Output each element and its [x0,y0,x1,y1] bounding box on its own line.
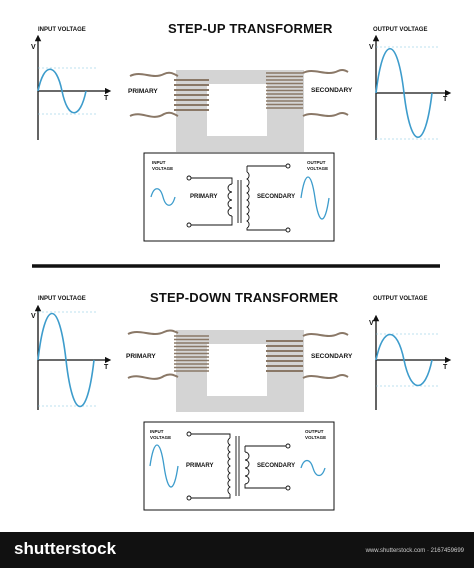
bottom-input-axis-v: V [31,313,36,320]
top-schematic-output-label: OUTPUT VOLTAGE [307,160,329,171]
top-output-axis-v: V [369,44,374,51]
bottom-primary-wires [127,329,179,380]
bottom-output-axis-v: V [369,320,374,327]
top-input-axis-v: V [31,44,36,51]
top-input-axis-t: T [104,95,109,102]
bottom-output-axis-t: T [443,364,448,371]
bottom-primary-label: PRIMARY [126,353,156,360]
bottom-secondary-label: SECONDARY [311,353,353,360]
bottom-schematic-primary-label: PRIMARY [186,463,214,469]
footer-brand: shutterstock [14,539,117,558]
top-input-graph [34,34,112,140]
bottom-output-graph [372,314,452,410]
bottom-input-voltage-label: INPUT VOLTAGE [38,296,86,302]
top-schematic-secondary-label: SECONDARY [257,194,296,200]
bottom-schematic-output-wave [300,459,326,477]
bottom-secondary-wires [302,331,349,379]
bottom-input-wave [37,312,95,408]
top-output-graph [372,34,452,140]
top-secondary-wires [302,68,349,117]
top-primary-label: PRIMARY [128,88,158,95]
bottom-schematic-input-label: INPUT VOLTAGE [150,429,172,440]
top-schematic-input-label: INPUT VOLTAGE [152,160,174,171]
top-input-voltage-label: INPUT VOLTAGE [38,27,86,33]
watermark-footer: shutterstock www.shutterstock.com · 2167… [0,532,474,568]
top-input-wave [37,68,87,114]
bottom-output-voltage-label: OUTPUT VOLTAGE [373,296,428,302]
bottom-input-axis-t: T [104,364,109,371]
step-up-title: STEP-UP TRANSFORMER [168,21,333,36]
top-schematic-output-wave [300,176,330,220]
step-down-title: STEP-DOWN TRANSFORMER [150,290,339,305]
top-output-voltage-label: OUTPUT VOLTAGE [373,27,428,33]
top-primary-wires [129,71,179,118]
bottom-schematic [143,421,335,511]
top-schematic-primary-label: PRIMARY [190,194,218,200]
top-secondary-coil [266,72,303,109]
top-schematic-input-wave [150,188,176,206]
top-output-wave [375,47,433,139]
top-primary-coil [174,79,209,111]
footer-meta: www.shutterstock.com · 2167459699 [365,548,464,554]
top-secondary-label: SECONDARY [311,87,353,94]
bottom-schematic-output-label: OUTPUT VOLTAGE [305,429,327,440]
bottom-schematic-secondary-label: SECONDARY [257,463,296,469]
bottom-output-wave [375,333,433,387]
bottom-primary-coil [174,335,209,372]
top-schematic [143,152,335,242]
top-output-axis-t: T [443,96,448,103]
bottom-input-graph [34,304,112,410]
bottom-schematic-input-wave [149,444,179,488]
bottom-secondary-coil [266,340,303,372]
